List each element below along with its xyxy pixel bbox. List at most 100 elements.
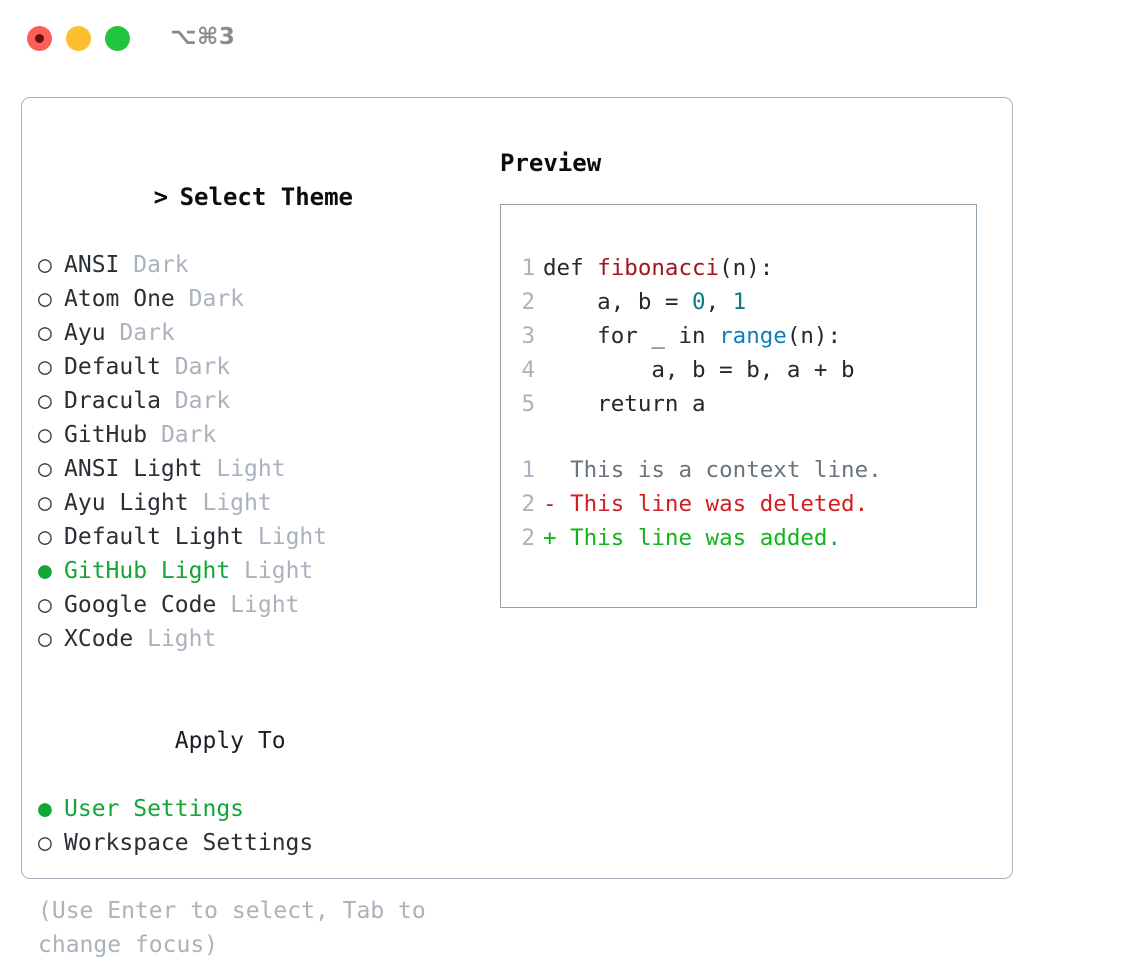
prompt-caret-icon: >: [153, 183, 169, 211]
theme-selection-column: >Select Theme ○ANSI Dark○Atom One Dark○A…: [38, 146, 488, 962]
radio-unselected-icon: ○: [38, 524, 52, 550]
apply-to-list: ● User Settings ○ Workspace Settings: [38, 792, 488, 860]
theme-list-item[interactable]: ○Google Code Light: [38, 588, 488, 622]
diff-sign: +: [543, 525, 557, 551]
diff-line: 2- This line was deleted.: [513, 487, 882, 521]
main-panel: >Select Theme ○ANSI Dark○Atom One Dark○A…: [21, 97, 1013, 958]
code-line-number: 4: [521, 357, 535, 383]
theme-list-item[interactable]: ○ Default Light Light: [38, 520, 488, 554]
theme-name: Google Code: [64, 592, 217, 618]
title-bar: ⌥⌘3: [0, 0, 1140, 78]
code-token: (n):: [719, 255, 774, 281]
window-controls: [27, 26, 130, 51]
code-token: range: [719, 323, 787, 349]
theme-list-item[interactable]: ○ Ayu Dark: [38, 316, 488, 350]
theme-list-item[interactable]: ○ XCode Light: [38, 622, 488, 656]
space: [147, 422, 161, 448]
theme-variant-badge: Dark: [133, 252, 189, 278]
radio-selected-icon: ●: [38, 796, 52, 822]
apply-to-header: Apply To: [38, 690, 488, 792]
code-line-number: 3: [521, 323, 535, 349]
theme-name: ANSI Light: [64, 456, 203, 482]
space: [202, 456, 216, 482]
close-button-icon[interactable]: [27, 26, 52, 51]
space: [230, 558, 244, 584]
theme-list-item[interactable]: ○Dracula Dark: [38, 384, 488, 418]
spacer: [38, 656, 488, 690]
radio-unselected-icon: ○: [38, 830, 52, 856]
code-token: 1: [732, 289, 747, 315]
theme-name: Atom One: [64, 286, 175, 312]
apply-to-item[interactable]: ○ Workspace Settings: [38, 826, 488, 860]
theme-list-item[interactable]: ○Ayu Light Light: [38, 486, 488, 520]
preview-title: Preview: [500, 149, 602, 177]
space: [119, 252, 133, 278]
theme-name: Default Light: [64, 524, 245, 550]
radio-unselected-icon: ○: [38, 626, 52, 652]
theme-variant-badge: Light: [244, 558, 314, 584]
theme-list-item[interactable]: ○Atom One Dark: [38, 282, 488, 316]
diff-sample: 1 This is a context line. 2- This line wa…: [513, 453, 882, 555]
code-token: a, b =: [543, 289, 693, 315]
theme-variant-badge: Dark: [119, 320, 175, 346]
theme-name: Default: [64, 354, 161, 380]
zoom-button-icon[interactable]: [105, 26, 130, 51]
diff-line-number: 1: [521, 457, 535, 483]
minimize-button-icon[interactable]: [66, 26, 91, 51]
apply-to-header-label: Apply To: [174, 728, 286, 754]
code-line: 5 return a: [513, 387, 855, 421]
space: [161, 388, 175, 414]
theme-list-item[interactable]: ○GitHub Dark: [38, 418, 488, 452]
radio-unselected-icon: ○: [38, 252, 52, 278]
theme-list-item[interactable]: ● GitHub Light Light: [38, 554, 488, 588]
theme-name: GitHub: [64, 422, 148, 448]
theme-list-item[interactable]: ○ Default Dark: [38, 350, 488, 384]
code-token: ,: [705, 289, 733, 315]
code-token: (n):: [786, 323, 842, 349]
diff-line-number: 2: [521, 491, 535, 517]
theme-list: ○ANSI Dark○Atom One Dark○Ayu Dark○Defaul…: [38, 248, 488, 656]
theme-name: XCode: [64, 626, 134, 652]
select-theme-header: > Select Theme: [38, 146, 488, 248]
diff-text: This line was added.: [570, 525, 842, 551]
theme-variant-badge: Dark: [188, 286, 245, 312]
theme-variant-badge: Light: [202, 490, 272, 516]
code-token: a, b = b, a + b: [543, 357, 855, 383]
diff-text: This is a context line.: [570, 457, 882, 483]
code-line-number: 1: [521, 255, 535, 281]
radio-unselected-icon: ○: [38, 320, 52, 346]
apply-to-item[interactable]: ● User Settings: [38, 792, 488, 826]
theme-variant-badge: Light: [257, 524, 328, 550]
code-token: fibonacci: [597, 255, 720, 281]
radio-unselected-icon: ○: [38, 388, 52, 414]
theme-name: Ayu: [64, 320, 106, 346]
theme-variant-badge: Dark: [174, 354, 231, 380]
code-line-number: 5: [521, 391, 535, 417]
space: [161, 354, 175, 380]
diff-text: This line was deleted.: [570, 491, 869, 517]
theme-name: GitHub Light: [64, 558, 231, 584]
radio-selected-icon: ●: [38, 558, 52, 584]
window-title: ⌥⌘3: [170, 24, 236, 50]
code-line-number: 2: [521, 289, 535, 315]
apply-to-item-label: Workspace Settings: [64, 830, 314, 856]
apply-to-item-label: User Settings: [64, 796, 245, 822]
radio-unselected-icon: ○: [38, 490, 52, 516]
theme-variant-badge: Light: [147, 626, 217, 652]
code-line: 4 a, b = b, a + b: [513, 353, 855, 387]
theme-list-item[interactable]: ○ ANSI Dark: [38, 248, 488, 282]
space: [244, 524, 258, 550]
radio-unselected-icon: ○: [38, 354, 52, 380]
select-theme-header-label: Select Theme: [179, 183, 353, 211]
diff-line-number: 2: [521, 525, 535, 551]
code-token: return a: [543, 391, 706, 417]
radio-unselected-icon: ○: [38, 456, 52, 482]
diff-line: 2 + This line was added.: [513, 521, 882, 555]
theme-list-item[interactable]: ○ANSI Light Light: [38, 452, 488, 486]
diff-line-content: This is a context line.: [543, 457, 882, 483]
radio-unselected-icon: ○: [38, 422, 52, 448]
theme-name: ANSI: [64, 252, 120, 278]
